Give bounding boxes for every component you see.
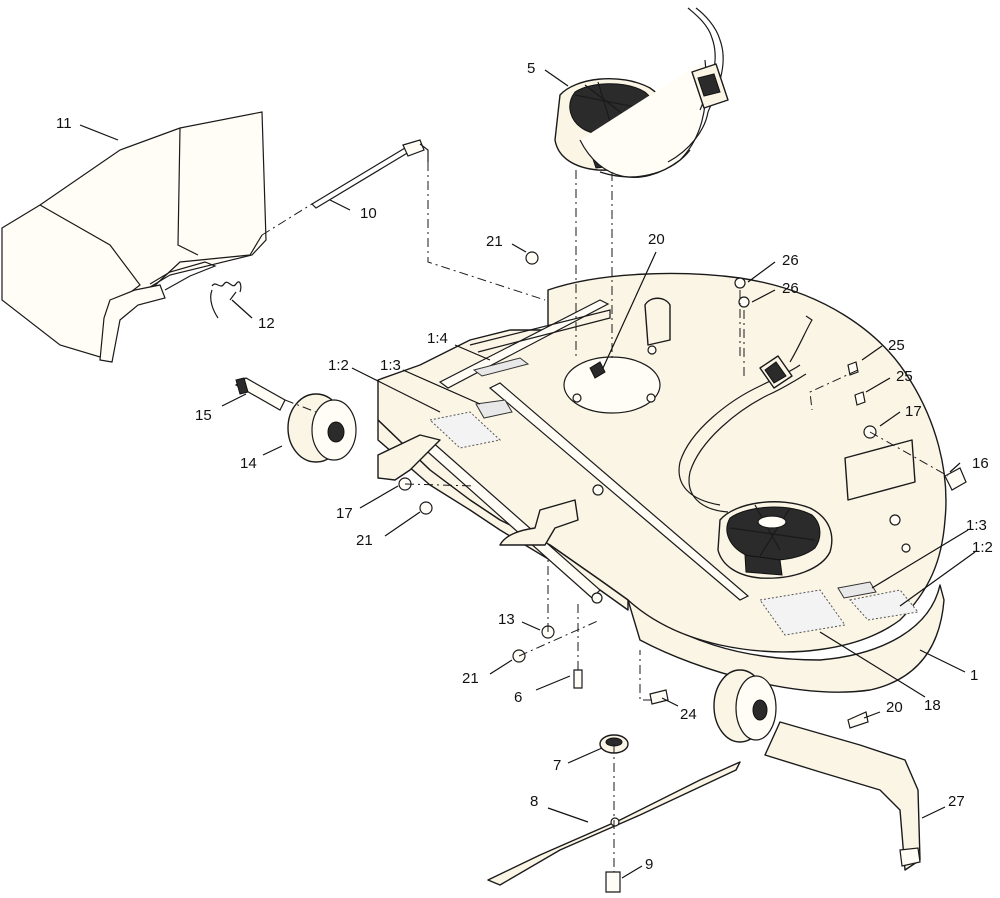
discharge-chute [764,721,921,871]
mower-deck [377,272,947,693]
grass-deflector [1,111,267,363]
pivot-rod [261,139,546,301]
callout-17-right: 17 [905,403,922,420]
callout-20-bottom: 20 [886,699,903,716]
callout-26-lower: 26 [782,280,799,297]
callout-16: 16 [972,455,989,472]
assembly-lines [284,170,949,872]
callout-24: 24 [680,706,697,723]
callout-9: 9 [645,856,653,873]
callout-1: 1 [970,667,978,684]
callout-leaders [79,69,976,879]
gauge-wheel-right [713,669,777,743]
callout-20-top: 20 [648,231,665,248]
callout-15: 15 [195,407,212,424]
motor-upper [554,59,707,178]
callout-1-2-right: 1:2 [972,539,993,556]
callout-6: 6 [514,689,522,706]
callout-10: 10 [360,205,377,222]
callout-12: 12 [258,315,275,332]
callout-18: 18 [924,697,941,714]
callout-21-top: 21 [486,233,503,250]
callout-14: 14 [240,455,257,472]
motor-cable-upper [599,7,729,178]
callout-1-3-right: 1:3 [966,517,987,534]
callout-26-upper: 26 [782,252,799,269]
callout-25-upper: 25 [888,337,905,354]
spring [210,281,242,319]
callout-7: 7 [553,757,561,774]
motor-cable-lower [678,315,813,513]
callout-21-bottom: 21 [462,670,479,687]
callout-13: 13 [498,611,515,628]
callout-1-4: 1:4 [427,330,448,347]
callout-8: 8 [530,793,538,810]
callout-1-2-left: 1:2 [328,357,349,374]
callout-labels: 5 11 10 12 21 20 26 26 25 25 1:4 1:2 1:3… [56,60,993,873]
gauge-wheel-left [234,377,357,463]
callout-21-left: 21 [356,532,373,549]
callout-17-left: 17 [336,505,353,522]
callout-25-lower: 25 [896,368,913,385]
callout-27: 27 [948,793,965,810]
callout-5: 5 [527,60,535,77]
motor-lower [717,501,833,579]
callout-1-3-left: 1:3 [380,357,401,374]
callout-11: 11 [56,115,72,132]
hardware [398,251,967,893]
